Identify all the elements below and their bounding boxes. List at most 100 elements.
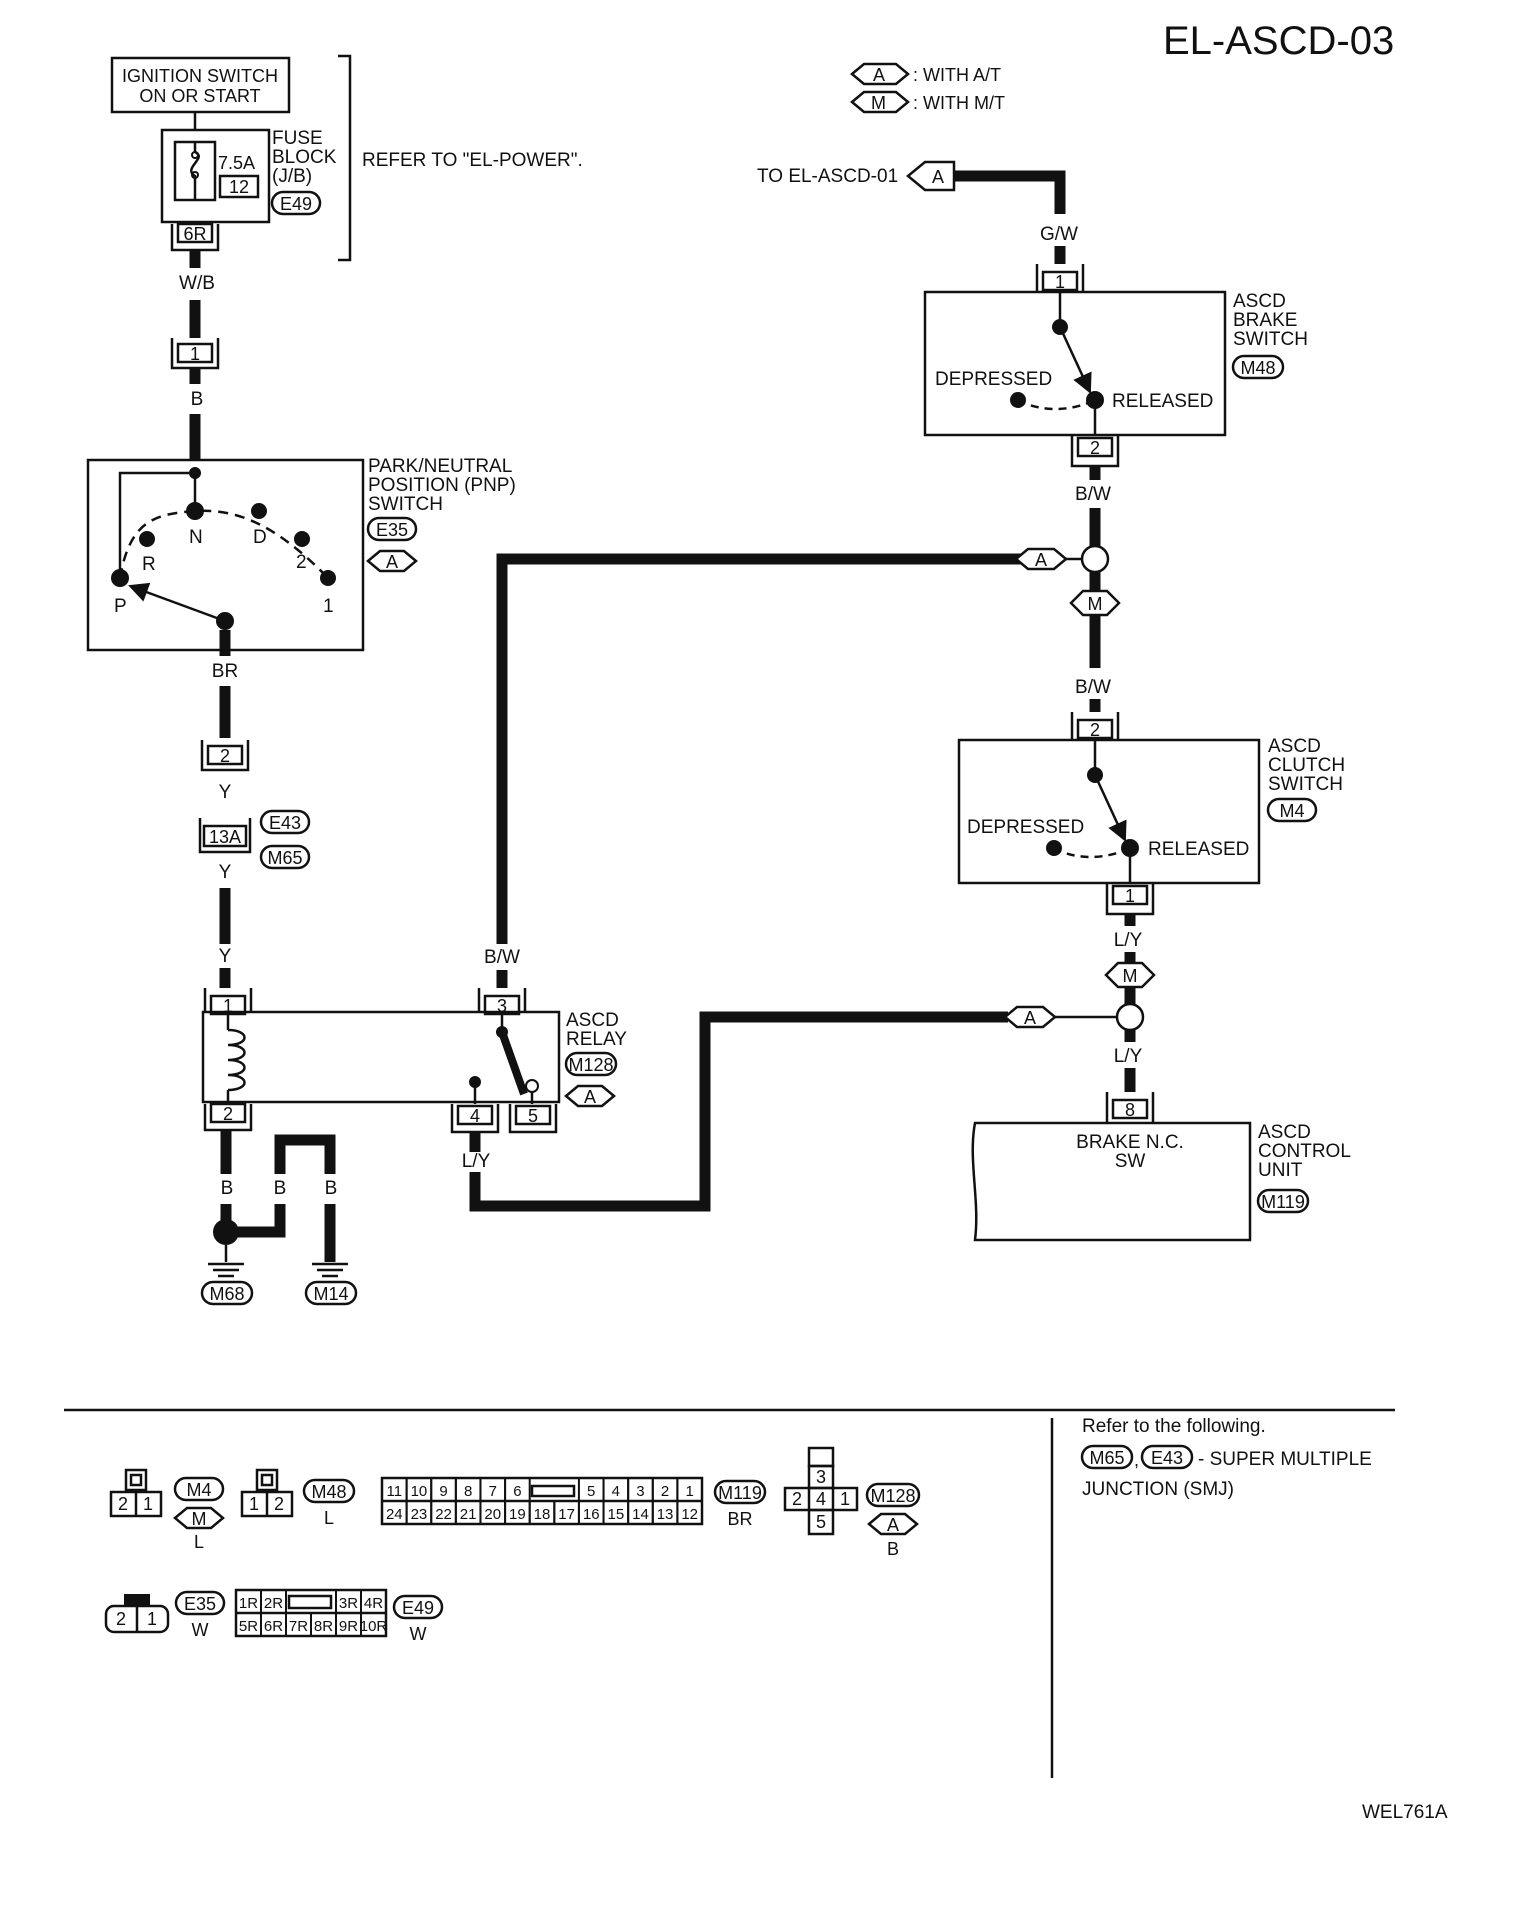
m119-pin-22: 22 xyxy=(435,1506,452,1523)
fuse-connector-id: E49 xyxy=(280,194,312,214)
clutch-connector-id: M4 xyxy=(1279,801,1304,821)
pnp-pos-n: N xyxy=(189,527,203,548)
refer-power: REFER TO "EL-POWER". xyxy=(362,150,583,171)
clutch-released: RELEASED xyxy=(1148,839,1249,860)
wire-label-bw-2: B/W xyxy=(1075,677,1111,698)
svg-text:M119: M119 xyxy=(718,1483,762,1503)
brake-name-3: SWITCH xyxy=(1233,329,1308,350)
svg-text:1: 1 xyxy=(143,1494,153,1514)
wire-label-b-top: B xyxy=(191,389,204,410)
fuse-block: 7.5A 12 6R xyxy=(160,128,271,252)
pnp-connector-id: E35 xyxy=(376,520,408,540)
svg-text:4: 4 xyxy=(470,1106,480,1126)
notes-e43: E43 xyxy=(1151,1448,1183,1468)
m119-pin-4: 4 xyxy=(612,1483,620,1500)
brake-connector-id: M48 xyxy=(1240,358,1275,378)
m119-pin-16: 16 xyxy=(583,1506,600,1523)
m119-pin-2: 2 xyxy=(661,1483,669,1500)
wire-label-ly-relay: L/Y xyxy=(462,1151,491,1172)
clutch-name-1: ASCD xyxy=(1268,736,1321,757)
notes-m65: M65 xyxy=(1089,1448,1124,1468)
pnp-name-1: PARK/NEUTRAL xyxy=(368,456,512,477)
svg-text:L: L xyxy=(324,1508,334,1528)
pnp-mark xyxy=(366,549,418,573)
ground-symbol-m68 xyxy=(208,1262,244,1278)
fuse-connector-badge xyxy=(270,190,322,216)
svg-text:5: 5 xyxy=(528,1106,538,1126)
ascd-brake-switch: 1 2 xyxy=(923,264,1227,468)
m119-pin-3: 3 xyxy=(636,1483,644,1500)
m119-pin-7: 7 xyxy=(489,1483,497,1500)
svg-text:W: W xyxy=(192,1620,209,1640)
wire-ly-relay4 xyxy=(469,1011,1008,1212)
legend-m-letter: M xyxy=(871,93,886,113)
legend-m-text: : WITH M/T xyxy=(913,93,1005,113)
m119-pin-5: 5 xyxy=(587,1483,595,1500)
m119-pin-12: 12 xyxy=(681,1506,698,1523)
relay-name-2: RELAY xyxy=(566,1029,627,1050)
ground-symbol-m14 xyxy=(312,1262,348,1278)
m119-pin-23: 23 xyxy=(411,1506,428,1523)
notes-smj-1: - SUPER MULTIPLE xyxy=(1198,1449,1372,1470)
legend-a-letter: A xyxy=(873,65,885,85)
to-ascd01-text: TO EL-ASCD-01 xyxy=(757,166,898,187)
control-connector-id: M119 xyxy=(1261,1192,1305,1212)
mark-a-bw-letter: A xyxy=(1035,550,1047,570)
connector-view-m4: 2 1 M4 M L xyxy=(109,1468,225,1552)
e49-pin-2R: 2R xyxy=(264,1595,283,1612)
svg-text:1: 1 xyxy=(223,996,233,1016)
svg-text:4: 4 xyxy=(816,1489,826,1509)
svg-text:E35: E35 xyxy=(184,1594,216,1614)
legend-m-mark xyxy=(850,90,910,114)
wire-label-ly-1: L/Y xyxy=(1114,930,1143,951)
m119-pin-10: 10 xyxy=(411,1483,428,1500)
svg-text:BR: BR xyxy=(727,1509,752,1529)
control-inner-1: BRAKE N.C. xyxy=(1076,1132,1184,1153)
ignition-line2: ON OR START xyxy=(139,86,260,106)
wire-label-gw: G/W xyxy=(1040,224,1078,245)
connector-view-e35: 2 1 E35 W xyxy=(104,1590,226,1640)
m119-pin-18: 18 xyxy=(534,1506,551,1523)
wire-label-wb: W/B xyxy=(179,273,215,294)
e49-pin-10R: 10R xyxy=(360,1618,388,1635)
svg-text:2: 2 xyxy=(220,746,230,766)
smj-e43-badge xyxy=(259,809,311,835)
svg-text:B: B xyxy=(887,1539,899,1559)
pnp-pos-d: D xyxy=(253,527,267,548)
svg-text:2: 2 xyxy=(1090,720,1100,740)
m119-pin-24: 24 xyxy=(386,1506,403,1523)
m119-pin-21: 21 xyxy=(460,1506,477,1523)
ground-m14-badge xyxy=(304,1280,358,1306)
legend-a-text: : WITH A/T xyxy=(913,65,1001,85)
svg-text:1: 1 xyxy=(249,1494,259,1514)
control-name-2: CONTROL xyxy=(1258,1141,1351,1162)
splice-bw xyxy=(1080,544,1110,574)
m119-pin-15: 15 xyxy=(608,1506,625,1523)
svg-text:2: 2 xyxy=(792,1489,802,1509)
relay-connector-id: M128 xyxy=(568,1055,613,1075)
legend: A : WITH A/T M : WITH M/T xyxy=(850,62,1005,114)
brake-connector-badge xyxy=(1231,354,1285,380)
svg-text:M48: M48 xyxy=(311,1482,346,1502)
clutch-name-2: CLUTCH xyxy=(1268,755,1345,776)
svg-text:2: 2 xyxy=(116,1609,126,1629)
m119-pin-14: 14 xyxy=(632,1506,649,1523)
ascd-relay: 1 2 3 4 5 xyxy=(201,988,561,1134)
control-inner-2: SW xyxy=(1115,1151,1146,1172)
ground-m68: M68 xyxy=(209,1284,244,1304)
m119-pin-11: 11 xyxy=(387,1483,403,1500)
to-ascd01-letter: A xyxy=(932,167,944,187)
wire-label-y-2: Y xyxy=(219,862,232,883)
svg-text:1: 1 xyxy=(190,344,200,364)
mark-m-bw-letter: M xyxy=(1088,594,1103,614)
svg-text:E49: E49 xyxy=(402,1598,434,1618)
connector-view-m128: 3 2 4 1 5 M128 A B xyxy=(783,1446,921,1559)
m119-pin-8: 8 xyxy=(464,1483,472,1500)
svg-text:2: 2 xyxy=(118,1494,128,1514)
wire-label-y-1: Y xyxy=(219,782,232,803)
pnp-name-3: SWITCH xyxy=(368,494,443,515)
fuse-number: 12 xyxy=(229,177,249,197)
svg-text:1: 1 xyxy=(147,1609,157,1629)
fuse-label-3: (J/B) xyxy=(272,166,312,187)
